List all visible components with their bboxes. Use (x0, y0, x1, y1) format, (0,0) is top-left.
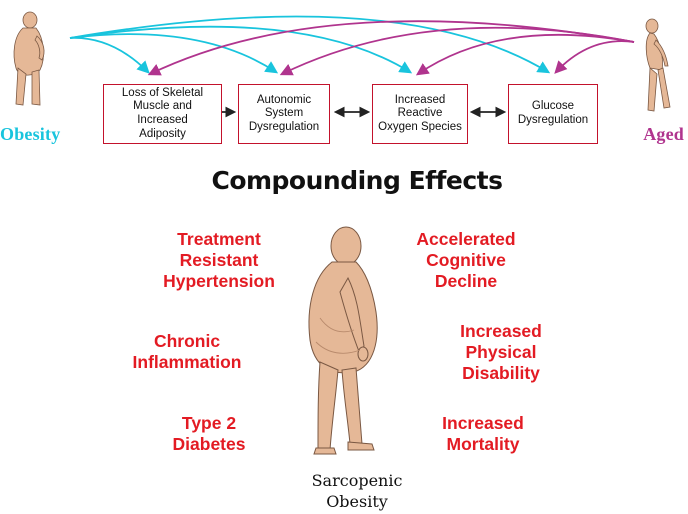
aged-arrow-3 (415, 33, 635, 76)
effect-inflammation: Chronic Inflammation (132, 331, 242, 372)
center-caption: Sarcopenic Obesity (311, 471, 403, 511)
elderly-person-figure (645, 18, 671, 112)
aged-arrow-1 (147, 20, 635, 76)
effect-hypertension: Treatment Resistant Hypertension (163, 229, 275, 291)
aged-arrow-2 (279, 26, 635, 76)
mechanism-label: Increased Reactive Oxygen Species (378, 93, 462, 133)
section-title: Compounding Effects (211, 166, 503, 195)
effect-mortality: Increased Mortality (442, 413, 524, 454)
mechanism-box-autonomic: Autonomic System Dysregulation (238, 84, 330, 144)
effect-cognitive-decline: Accelerated Cognitive Decline (416, 229, 516, 291)
obesity-label: Obesity (0, 124, 61, 144)
aged-label: Aged (643, 124, 684, 144)
aged-arrow-4 (554, 40, 635, 74)
mechanism-box-ros: Increased Reactive Oxygen Species (372, 84, 468, 144)
sarcopenic-obese-figure (308, 226, 378, 455)
obesity-arrow-4 (69, 15, 551, 74)
obesity-arrow-2 (69, 33, 279, 74)
obese-person-figure (13, 11, 45, 106)
mechanism-box-glucose: Glucose Dysregulation (508, 84, 598, 144)
effect-physical-disability: Increased Physical Disability (460, 321, 542, 383)
mechanism-label: Glucose Dysregulation (517, 100, 589, 126)
mechanism-label: Autonomic System Dysregulation (248, 93, 320, 133)
obesity-arrow-1 (69, 37, 150, 74)
mechanism-label: Loss of Skeletal Muscle and Increased Ad… (121, 86, 204, 140)
mechanism-box-muscle-adiposity: Loss of Skeletal Muscle and Increased Ad… (103, 84, 222, 144)
obesity-arrow-3 (69, 25, 413, 74)
effect-diabetes: Type 2 Diabetes (172, 413, 246, 454)
